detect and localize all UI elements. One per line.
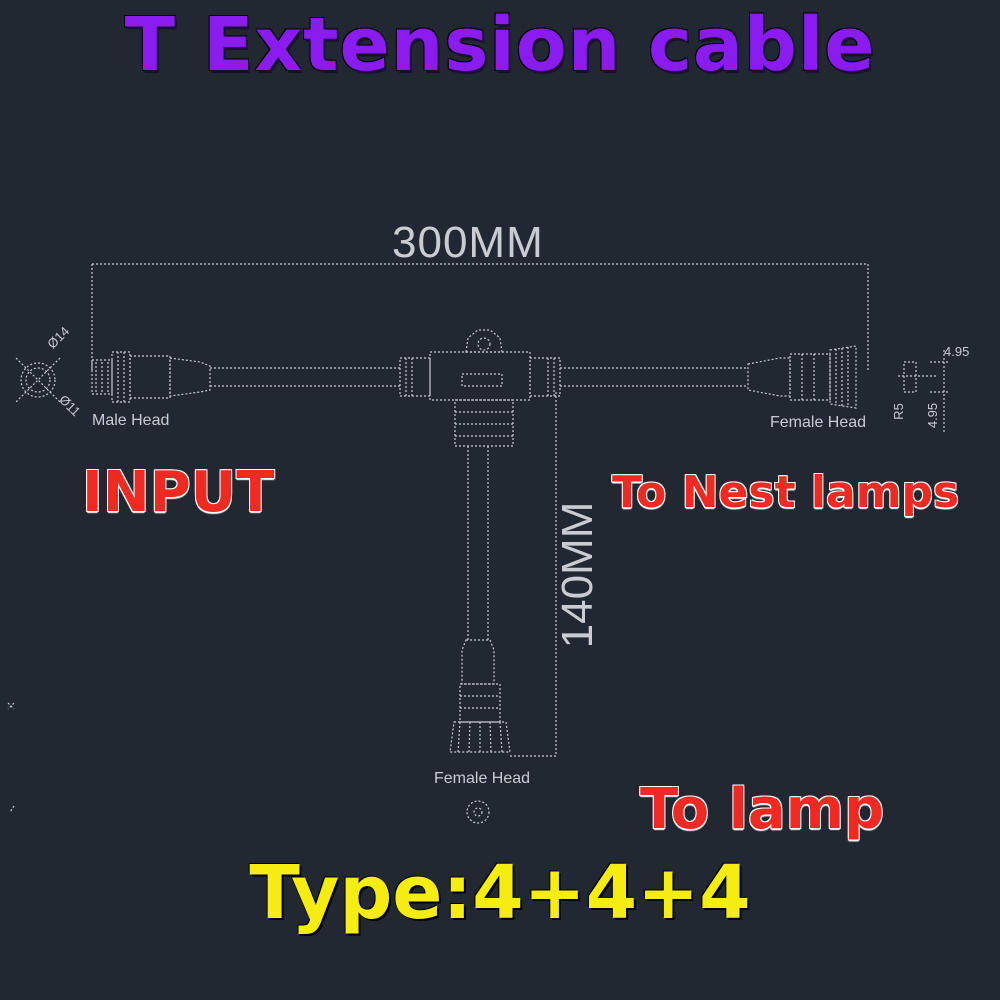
male-end-view: [15, 357, 61, 403]
radius-5-label: R5: [890, 403, 906, 420]
male-connector: [91, 351, 211, 403]
type-label: Type:4+4+4: [249, 850, 751, 936]
right-side-detail: [898, 350, 948, 432]
t-junction: [399, 329, 561, 447]
right-female-connector: [747, 345, 857, 409]
thickness-label-1: 4.95: [944, 344, 970, 359]
input-label: INPUT: [82, 460, 275, 525]
dimension-vertical-label: 140MM: [553, 501, 602, 649]
dimension-horizontal-label: 300MM: [392, 218, 544, 267]
diagram-title: T Extension cable: [124, 2, 876, 88]
bottom-female-head-label: Female Head: [434, 770, 531, 787]
bottom-female-connector: [449, 639, 511, 753]
right-female-head-label: Female Head: [770, 414, 867, 431]
marker-x-2: [7, 702, 15, 710]
lamp-label: To lamp: [640, 777, 885, 842]
thickness-label-2: 4.95: [925, 402, 941, 429]
nest-lamps-label: To Nest lamps: [612, 467, 960, 518]
bottom-end-view: [466, 800, 490, 824]
marker-angle: [9, 805, 15, 813]
male-head-label: Male Head: [92, 412, 170, 429]
